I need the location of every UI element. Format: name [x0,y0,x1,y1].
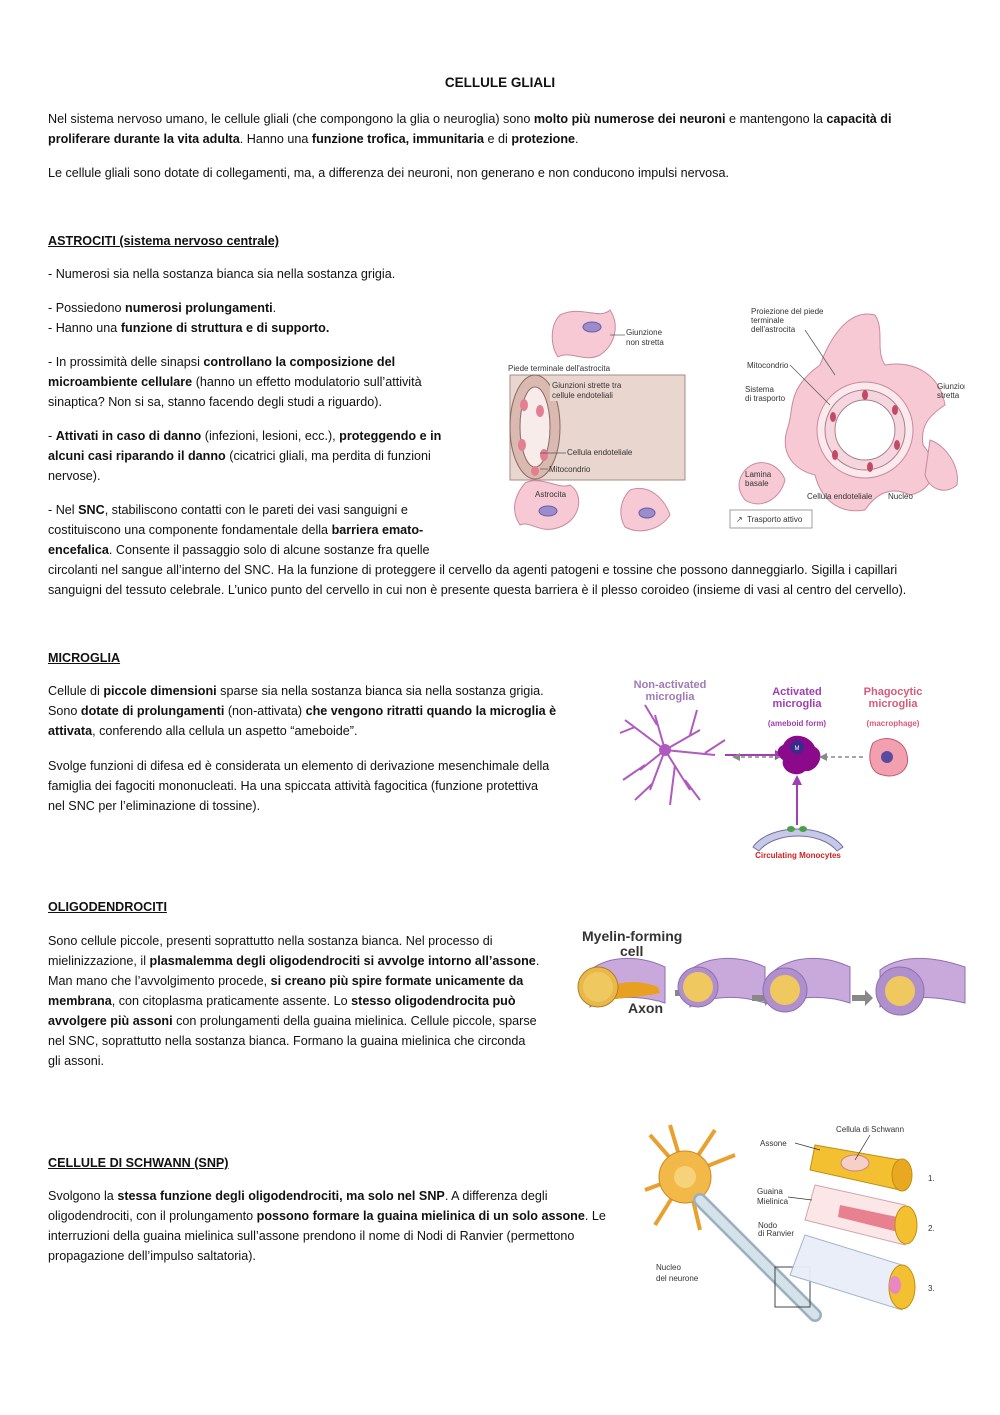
svg-text:stretta: stretta [937,391,960,400]
svg-text:microglia: microglia [646,691,696,703]
label-lamina-basale: Lamina [745,470,772,479]
label-phagocytic: Phagocytic [864,686,923,698]
label-sistema-trasporto: Sistema [745,385,774,394]
circulating-monocytes-vessel [752,828,844,852]
svg-text:basale: basale [745,479,769,488]
astrociti-bullet-4: - In prossimità delle sinapsi controllan… [48,355,422,409]
neuron-cell [644,1124,736,1231]
oligo-paragraph: Sono cellule piccole, presenti soprattut… [48,934,540,1068]
intro-paragraph-2: Le cellule gliali sono dotate di collega… [48,166,729,180]
label-giunzione-stretta: Giunzione [937,382,965,391]
svg-text:(macrophage): (macrophage) [867,719,920,728]
label-cellula-schwann: Cellula di Schwann [836,1125,904,1134]
schwann-step-1 [809,1144,913,1192]
label-activated: Activated [772,686,822,698]
svg-text:di Ranvier: di Ranvier [758,1229,794,1238]
legend-box [729,509,813,529]
astrociti-heading: ASTROCITI (sistema nervoso centrale) [48,234,279,248]
label-cellula-endoteliale: Cellula endoteliale [567,448,633,457]
myelin-step-1 [577,957,666,1008]
svg-text:cell: cell [620,943,643,959]
label-proiezione-piede: Proiezione del piede [751,307,824,316]
myelin-step-2 [677,957,766,1008]
schwann-heading: CELLULE DI SCHWANN (SNP) [48,1156,229,1170]
non-activated-microglia-cell [619,704,726,806]
microglia-paragraph-2: Svolge funzioni di difesa ed è considera… [48,759,550,813]
label-axon: Axon [628,1000,663,1016]
label-circulating-monocytes: Circulating Monocytes [755,851,841,860]
label-assone: Assone [760,1139,787,1148]
label-mitocondrio: Mitocondrio [549,465,591,474]
page-title: CELLULE GLIALI [444,75,556,90]
schwann-step-3 [789,1234,916,1311]
legend-arrow-icon: ↗ [736,515,743,524]
label-nucleo-neurone: Nucleo [656,1263,681,1272]
microglia-figure: Non-activated microglia Activated microg… [619,679,923,860]
label-piede-terminale: Piede terminale dell'astrocita [508,364,611,373]
label-myelin-forming: Myelin-forming [582,928,682,944]
intro-paragraph-1: Nel sistema nervoso umano, le cellule gl… [48,112,892,146]
label-nodo-ranvier: Nodo [758,1221,778,1230]
label-step-3: 3. [928,1284,935,1293]
myelin-step-3 [762,957,851,1013]
label-astrocita: Astrocita [535,490,567,499]
label-giunzioni-strette: Giunzioni strette tra [552,381,622,390]
svg-text:M: M [795,746,800,752]
label-cellula-endoteliale-2: Cellula endoteliale [807,492,873,501]
svg-text:microglia: microglia [869,698,919,710]
svg-text:non stretta: non stretta [626,338,664,347]
astrocyte-vessel-figure: Giunzione non stretta Piede terminale de… [508,309,686,532]
oligodendrocyte-figure: Myelin-forming cell Axon [577,928,966,1016]
svg-text:del neurone: del neurone [656,1274,699,1283]
label-step-2: 2. [928,1224,935,1233]
svg-text:cellule endoteliali: cellule endoteliali [552,391,613,400]
myelin-step-4 [875,957,966,1016]
label-non-activated: Non-activated [634,679,707,691]
svg-text:terminale: terminale [751,316,784,325]
schwann-figure: Cellula di Schwann Assone Guaina Mielini… [644,1124,935,1322]
svg-text:di trasporto: di trasporto [745,394,786,403]
legend-trasporto-attivo: Trasporto attivo [747,515,803,524]
microglia-paragraph-1: Cellule di piccole dimensioni sparse sia… [48,684,557,738]
astrociti-bullet-6: - Nel SNC, stabiliscono contatti con le … [48,503,907,597]
svg-text:microglia: microglia [773,698,823,710]
astrociti-bullet-5: - Attivati in caso di danno (infezioni, … [48,429,442,483]
schwann-step-2 [804,1184,918,1246]
label-nucleo: Nucleo [888,492,913,501]
label-step-1: 1. [928,1174,935,1183]
label-guaina-mielinica: Guaina [757,1187,783,1196]
svg-text:dell'astrocita: dell'astrocita [751,325,796,334]
microglia-heading: MICROGLIA [48,651,121,665]
svg-text:Mielinica: Mielinica [757,1197,789,1206]
svg-text:(ameboid form): (ameboid form) [768,719,827,728]
label-mitocondrio-2: Mitocondrio [747,361,789,370]
astrocyte-crosssection-figure: Proiezione del piede terminale dell'astr… [729,307,965,529]
schwann-paragraph: Svolgono la stessa funzione degli oligod… [48,1189,606,1263]
label-giunzione-non-stretta: Giunzione [626,328,663,337]
astrociti-bullet-1: - Numerosi sia nella sostanza bianca sia… [48,267,396,281]
activated-microglia-cell [777,735,821,775]
astrociti-bullet-2: - Possiedono numerosi prolungamenti. - H… [48,301,330,335]
oligo-heading: OLIGODENDROCITI [48,900,167,914]
